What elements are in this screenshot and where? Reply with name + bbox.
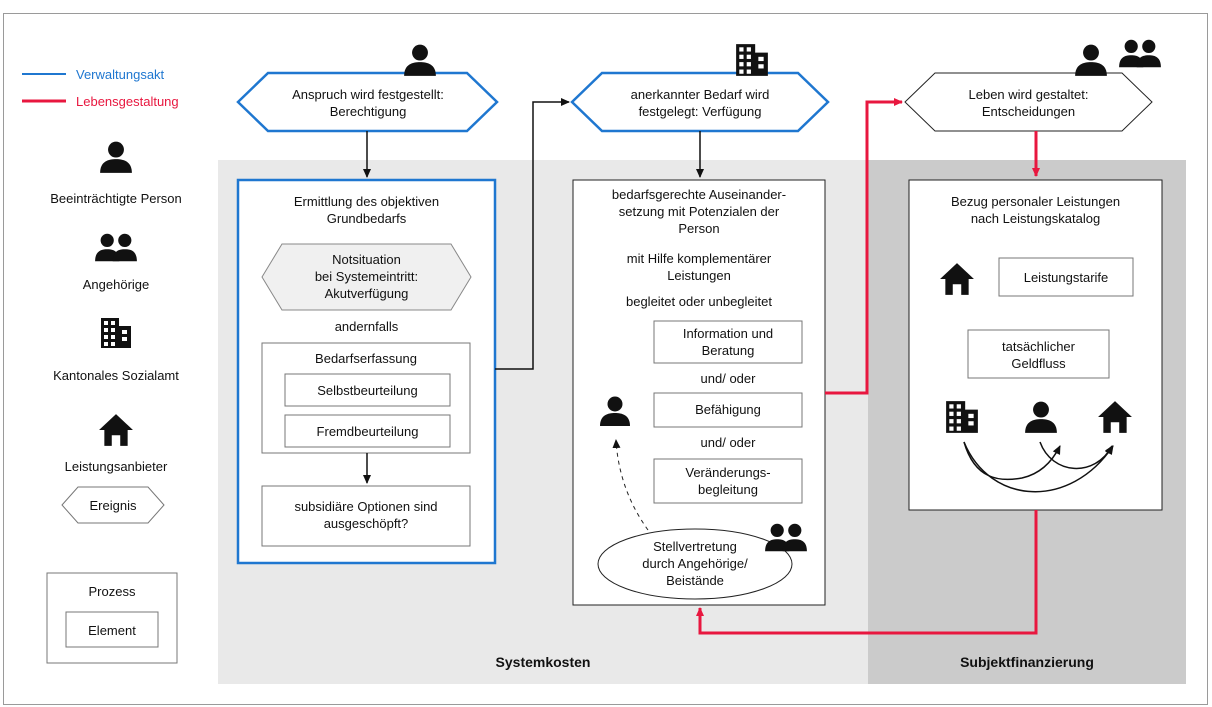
selbstbeurteilung-label: Selbstbeurteilung	[317, 383, 418, 398]
event-hexagon-verfuegung	[570, 71, 830, 133]
process2-line6: begleitet oder unbegleitet	[625, 294, 772, 309]
notsituation-line3: Akutverfügung	[324, 286, 409, 301]
befaehigung-label: Befähigung	[695, 402, 761, 417]
legend-anbieter-label: Leistungsanbieter	[64, 459, 168, 474]
flow-arc-2	[963, 441, 1114, 493]
legend-lebensgestaltung-label: Lebensgestaltung	[76, 94, 179, 109]
veraenderung-box	[653, 458, 803, 504]
legend-person-icon	[100, 141, 132, 173]
legend-building-icon	[101, 318, 131, 348]
befaehigung-box	[653, 392, 803, 428]
notsituation-line1: Notsituation	[332, 252, 401, 267]
process1-title-2: Grundbedarfs	[326, 211, 407, 226]
process3-title-1: Bezug personaler Leistungen	[950, 194, 1121, 209]
event2-line1: anerkannter Bedarf wird	[630, 87, 770, 102]
legend-sozialamt-label: Kantonales Sozialamt	[53, 368, 179, 383]
bedarfserfassung-label: Bedarfserfassung	[315, 351, 417, 366]
event3-line2: Entscheidungen	[981, 104, 1076, 119]
geldfluss-line1: tatsächlicher	[1002, 339, 1075, 354]
stellvertretung-ellipse	[597, 528, 793, 600]
arrow-p1-to-e2	[495, 98, 570, 370]
undoder-label-1: und/ oder	[700, 371, 756, 386]
legend-house-icon	[99, 414, 133, 446]
event2-line2: festgelegt: Verfügung	[638, 104, 762, 119]
zone-systemkosten-label: Systemkosten	[495, 654, 591, 670]
stellvertretung-line3: Beistände	[666, 573, 724, 588]
event-hexagon-anspruch	[236, 71, 499, 133]
process2-line2: setzung mit Potenzialen der	[618, 204, 780, 219]
process1-title-1: Ermittlung des objektiven	[293, 194, 440, 209]
legend-verwaltungsakt-label: Verwaltungsakt	[76, 67, 165, 82]
event-hexagon-leben	[904, 72, 1153, 132]
flow-arc-3	[1039, 441, 1113, 470]
fremdbeurteilung-box	[284, 414, 451, 448]
information-box	[653, 320, 803, 364]
subsidiaer-box	[261, 485, 471, 547]
event-building-icon	[736, 44, 768, 76]
zone-subjekt-label: Subjektfinanzierung	[960, 654, 1094, 670]
event-person-icon	[404, 44, 436, 76]
legend-element-box	[65, 611, 159, 648]
diagram-frame	[3, 13, 1208, 705]
leistungstarife-label: Leistungstarife	[1023, 270, 1109, 285]
process2-line4: mit Hilfe komplementärer	[626, 251, 772, 266]
veraenderung-line1: Veränderungs-	[685, 465, 771, 480]
event1-line2: Berechtigung	[329, 104, 407, 119]
geldfluss-box	[967, 329, 1110, 379]
notsituation-hexagon	[261, 243, 472, 311]
process2-line3: Person	[678, 221, 720, 236]
flow-arc-1	[963, 441, 1061, 481]
notsituation-line2: bei Systemeintritt:	[314, 269, 419, 284]
information-line1: Information und	[682, 326, 774, 341]
legend-ereignis-label: Ereignis	[89, 498, 137, 513]
process3-title-2: nach Leistungskatalog	[970, 211, 1101, 226]
process2-line5: Leistungen	[667, 268, 731, 283]
legend-angehoerige-label: Angehörige	[82, 277, 150, 292]
andernfalls-label: andernfalls	[334, 319, 399, 334]
stellvertretung-line1: Stellvertretung	[653, 539, 737, 554]
subsidiaer-line2: ausgeschöpft?	[323, 516, 409, 531]
dashed-arrow	[612, 439, 649, 531]
red-arrow-p2-to-e3	[825, 98, 903, 395]
information-line2: Beratung	[701, 343, 755, 358]
fremdbeurteilung-label: Fremdbeurteilung	[316, 424, 419, 439]
event1-line1: Anspruch wird festgestellt:	[292, 87, 444, 102]
veraenderung-line2: begleitung	[698, 482, 758, 497]
legend-person-label: Beeinträchtigte Person	[50, 191, 182, 206]
undoder-label-2: und/ oder	[700, 435, 756, 450]
leistungstarife-box	[998, 257, 1134, 297]
process2-line1: bedarfsgerechte Auseinander-	[611, 187, 787, 202]
subsidiaer-line1: subsidiäre Optionen sind	[294, 499, 438, 514]
event3-line1: Leben wird gestaltet:	[968, 87, 1089, 102]
event-person-icon-2	[1075, 44, 1107, 76]
geldfluss-line2: Geldfluss	[1011, 356, 1066, 371]
legend-group-icon	[95, 233, 137, 262]
selbstbeurteilung-box	[284, 373, 451, 407]
legend-element-label: Element	[88, 623, 136, 638]
event-group-icon	[1119, 39, 1161, 68]
legend-ereignis-shape	[61, 486, 165, 524]
stellvertretung-line2: durch Angehörige/	[642, 556, 748, 571]
red-arrow-p3-to-p2	[696, 510, 1038, 635]
legend-prozess-label: Prozess	[88, 584, 136, 599]
